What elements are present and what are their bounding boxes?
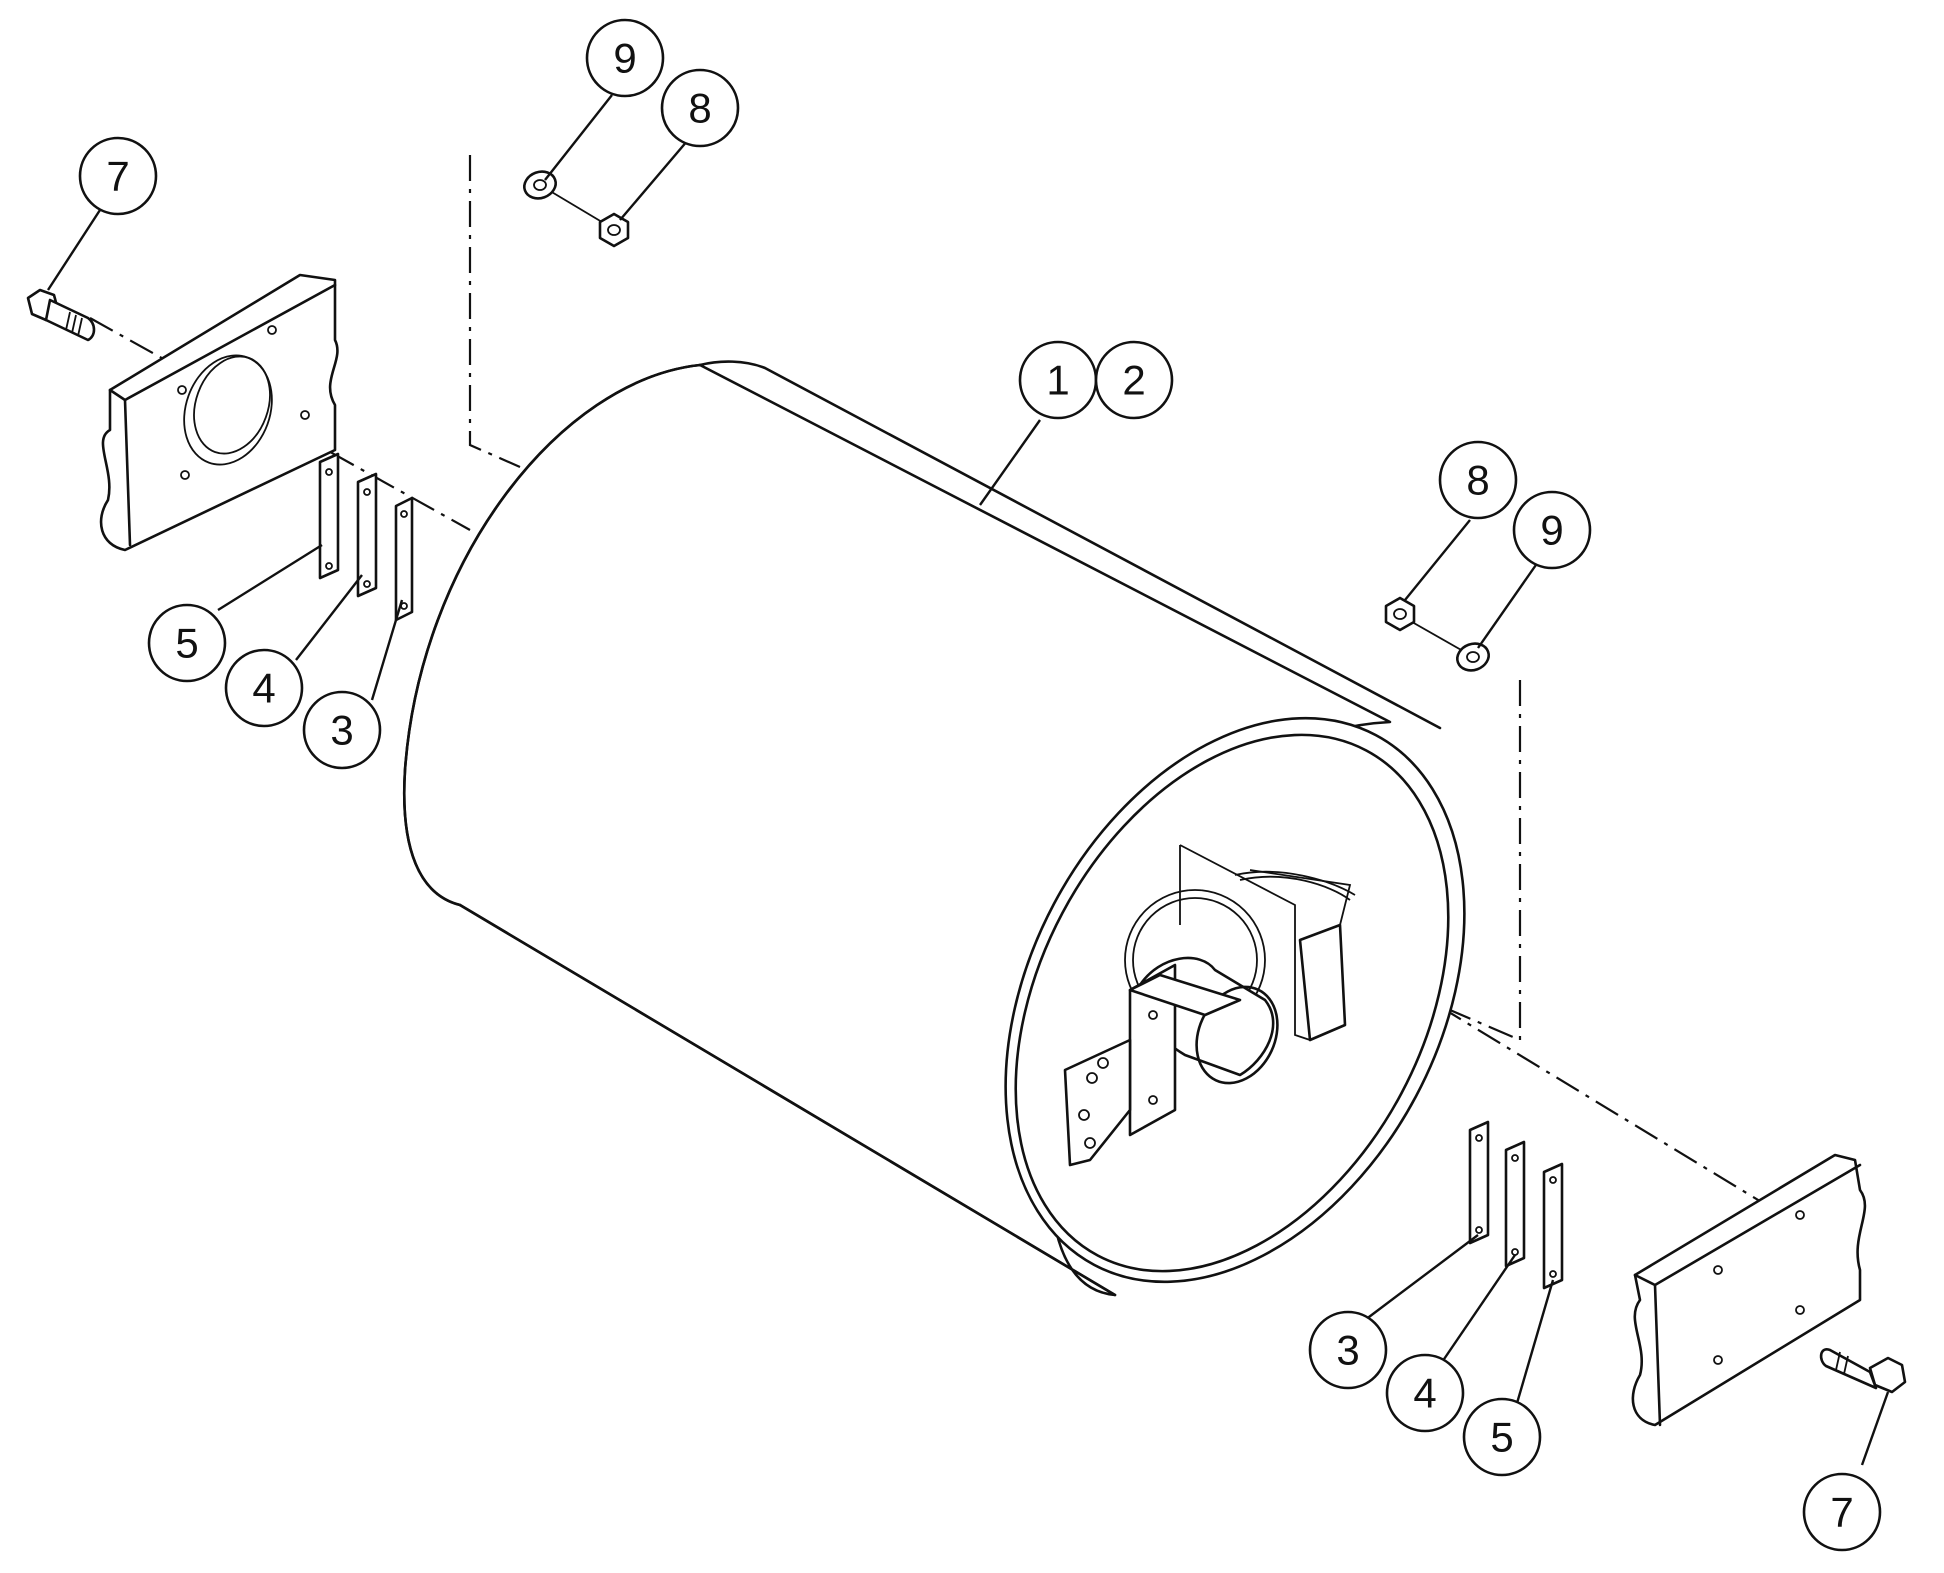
callout-label: 4 <box>1413 1370 1436 1417</box>
callout-3-right: 3 <box>1308 1310 1388 1390</box>
callout-9-right: 9 <box>1512 490 1592 570</box>
callout-9-top: 9 <box>585 18 665 98</box>
right-stud-phantom-line <box>1449 680 1522 1042</box>
callout-7-top-left: 7 <box>78 136 158 216</box>
right-mounting-plate <box>1631 1153 1867 1427</box>
callout-1: 1 <box>1018 340 1098 420</box>
callout-label: 2 <box>1122 357 1145 404</box>
right-washer <box>1456 642 1490 672</box>
callout-label: 3 <box>1336 1327 1359 1374</box>
callout-2: 2 <box>1094 340 1174 420</box>
callout-label: 5 <box>175 620 198 667</box>
callout-5-left: 5 <box>147 603 227 683</box>
left-stud-phantom-line <box>468 155 521 469</box>
callout-label: 4 <box>252 665 275 712</box>
leader-lines <box>46 94 1890 1466</box>
callout-4-left: 4 <box>224 648 304 728</box>
callout-label: 7 <box>1830 1489 1853 1536</box>
callout-label: 5 <box>1490 1414 1513 1461</box>
drum-top-edge <box>698 360 1442 730</box>
left-mounting-plate <box>99 273 339 552</box>
callout-label: 1 <box>1046 357 1069 404</box>
callout-label: 3 <box>330 707 353 754</box>
callout-label: 8 <box>688 85 711 132</box>
callout-label: 9 <box>1540 507 1563 554</box>
right-nut <box>1384 596 1416 632</box>
roller-drum <box>403 360 1466 1297</box>
drum-open-end-inner <box>1014 733 1450 1273</box>
drum-interior-drive <box>1063 844 1356 1167</box>
right-bolt <box>1819 1348 1907 1394</box>
callout-label: 7 <box>106 153 129 200</box>
callout-5-right: 5 <box>1462 1397 1542 1477</box>
callout-label: 9 <box>613 35 636 82</box>
top-nut <box>598 212 630 248</box>
left-shims <box>318 452 414 622</box>
top-washer <box>523 170 557 200</box>
callout-3-left: 3 <box>302 690 382 770</box>
callout-8-top: 8 <box>660 68 740 148</box>
left-bolt <box>26 288 96 342</box>
callout-8-right: 8 <box>1438 440 1518 520</box>
callout-label: 8 <box>1466 457 1489 504</box>
callouts: 7 9 8 1 2 8 9 5 <box>78 18 1882 1552</box>
right-shims <box>1468 1120 1564 1290</box>
drum-bottom-edge <box>458 903 1117 1297</box>
callout-4-right: 4 <box>1385 1353 1465 1433</box>
callout-7-bottom-right: 7 <box>1802 1472 1882 1552</box>
drum-left-curve <box>403 363 702 907</box>
